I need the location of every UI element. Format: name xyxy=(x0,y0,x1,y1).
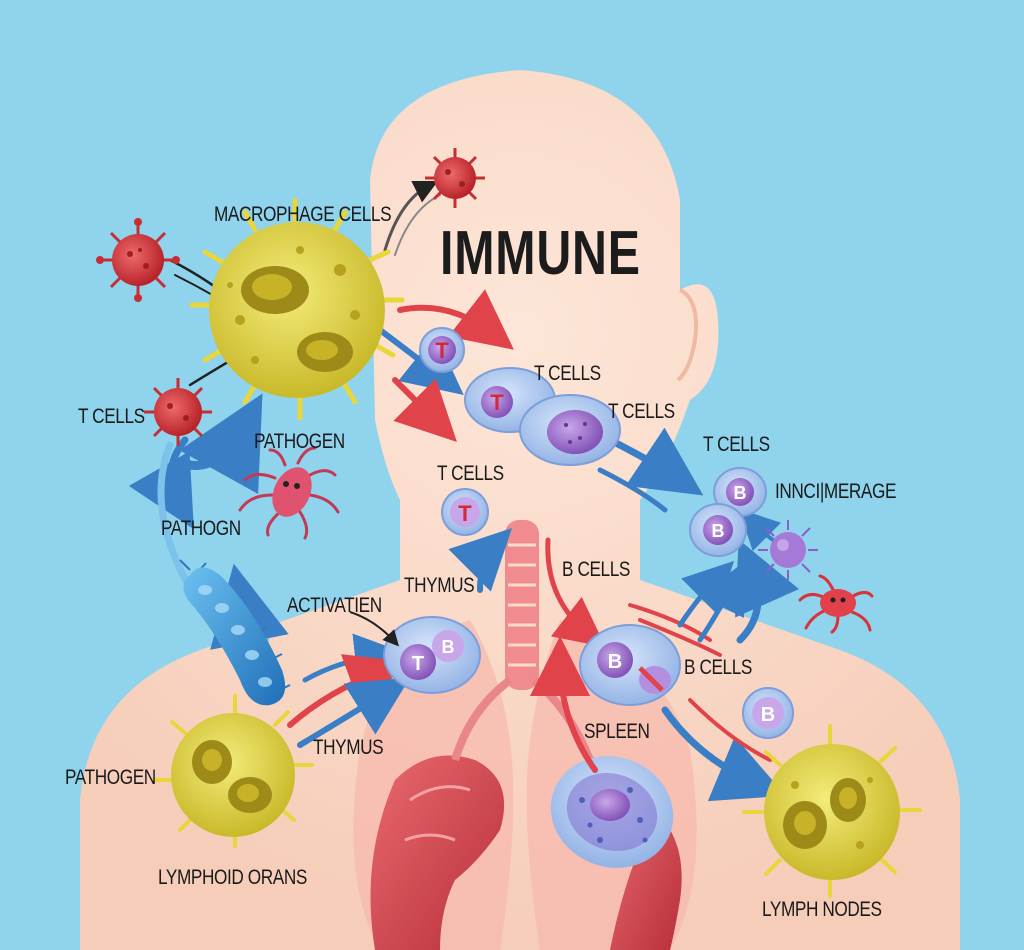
label-lymphoid-orans: LYMPHOID ORANS xyxy=(158,866,307,889)
label-pathogn: PATHOGN xyxy=(161,517,241,540)
virus-particle xyxy=(144,378,212,446)
activation-pointer xyxy=(349,611,400,647)
cell-letter-t: T xyxy=(458,501,472,526)
label-lymph-nodes: LYMPH NODES xyxy=(762,898,882,921)
label-thymus-upper: THYMUS xyxy=(404,574,475,597)
label-pathogen-lower: PATHOGEN xyxy=(65,766,156,789)
chest-organs xyxy=(353,520,697,950)
cell-letter-b: B xyxy=(734,483,747,503)
label-b-cells-center: B CELLS xyxy=(562,558,630,581)
cell-letters: T T T B B T B B B xyxy=(412,338,775,726)
pathogen-bug-body xyxy=(272,467,312,517)
virus-particle xyxy=(96,218,180,302)
virus-particle-purple xyxy=(758,520,818,580)
label-b-cells-right: B CELLS xyxy=(684,656,752,679)
b-cell-pair-right xyxy=(689,467,767,557)
label-t-cells-right-mid: T CELLS xyxy=(608,400,675,423)
virus-particle xyxy=(425,148,485,208)
t-cell-large-dividing xyxy=(464,367,621,466)
cell-letter-t: T xyxy=(412,653,424,675)
label-thymus-lower: THYMUS xyxy=(313,736,384,759)
label-t-cells-center: T CELLS xyxy=(534,362,601,385)
macrophage-cell-large xyxy=(189,197,405,421)
b-cell-spleen xyxy=(579,624,681,706)
body-silhouette xyxy=(80,70,960,950)
macrophage-cell-lower-left xyxy=(152,694,314,848)
cell-letter-t: T xyxy=(490,390,504,415)
diagram-title: IMMUNE xyxy=(440,219,641,288)
b-cell-single-right xyxy=(742,687,794,739)
label-inncimerage: INNCI|MERAGE xyxy=(775,480,897,503)
cell-letter-b: B xyxy=(608,651,622,673)
label-activatien: ACTIVATIEN xyxy=(287,594,382,617)
t-cell-small-center xyxy=(441,488,489,536)
label-t-cells-mid: T CELLS xyxy=(437,462,504,485)
pathogen-crab-body xyxy=(820,589,856,617)
label-pathogen-upper: PATHOGEN xyxy=(254,430,345,453)
macrophage-cell-lower-right xyxy=(742,724,922,898)
label-t-cells-far-right: T CELLS xyxy=(703,433,770,456)
label-macrophage-cells: MACROPHAGE CELLS xyxy=(214,203,392,226)
cell-letter-b: B xyxy=(761,704,775,726)
cell-letter-t: T xyxy=(435,338,449,363)
cell-letter-b: B xyxy=(442,637,455,657)
label-t-cells-left: T CELLS xyxy=(78,405,145,428)
bacterium xyxy=(179,559,291,706)
cell-letter-b: B xyxy=(712,521,725,541)
label-spleen: SPLEEN xyxy=(584,720,650,743)
pathogen-bug xyxy=(238,446,340,540)
t-cell-small-upper xyxy=(419,327,465,373)
thymus-cell-tb xyxy=(383,616,481,694)
